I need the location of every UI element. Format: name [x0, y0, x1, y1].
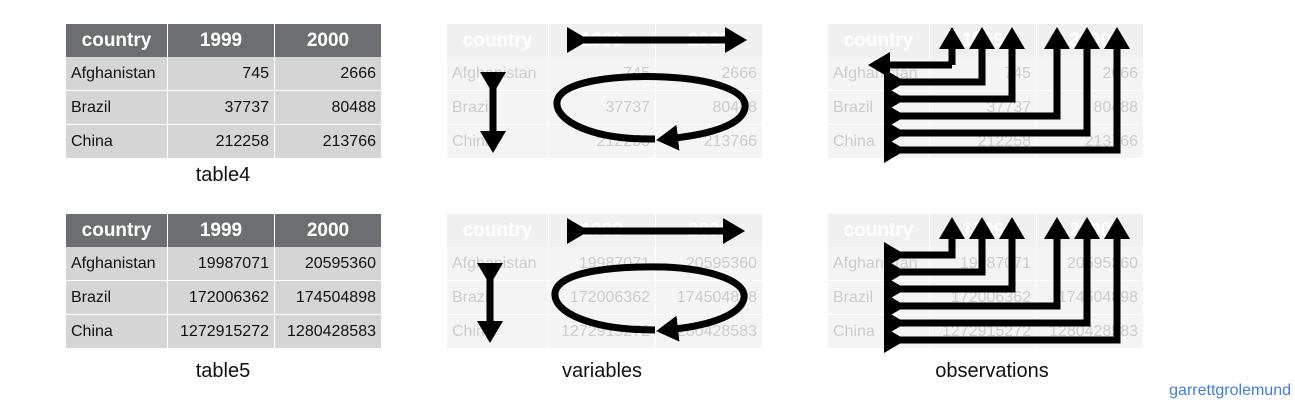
cell-country: Brazil: [71, 288, 112, 306]
header-country: country: [81, 219, 152, 241]
header-country: country: [81, 29, 152, 51]
header-2000: 2000: [274, 214, 381, 247]
cell-1999: 19987071: [167, 247, 274, 280]
table-row: China 1272915272 1280428583: [66, 314, 381, 348]
table-row: Brazil 37737 80488: [66, 90, 381, 124]
cell-country: China: [833, 132, 875, 150]
header-country: country: [462, 29, 533, 51]
observations-arrows-bottom: [884, 217, 1130, 353]
variables-arrows-top: [480, 27, 749, 153]
caption-table5: table5: [195, 360, 251, 382]
elbow-arrow: [884, 217, 1130, 353]
table-row: Afghanistan 19987071 20595360: [66, 247, 381, 280]
cell-1999: 37737: [167, 91, 274, 124]
cell-1999: 212258: [167, 125, 274, 158]
cell-2000: 213766: [274, 125, 381, 158]
cell-1999: 172006362: [167, 281, 274, 314]
table5: country 1999 2000 Afghanistan 19987071 2…: [66, 214, 381, 348]
observations-arrows-top: [868, 27, 1130, 163]
cell-country: China: [71, 322, 113, 340]
caption-observations: observations: [935, 360, 1049, 382]
header-1999: 1999: [167, 214, 274, 247]
elbow-arrow: [884, 217, 965, 268]
table4: country 1999 2000 Afghanistan 745 2666 B…: [66, 24, 381, 158]
cell-1999: 37737: [548, 91, 655, 124]
cell-2000: 80488: [274, 91, 381, 124]
cell-country: Afghanistan: [71, 254, 156, 272]
cell-country: Brazil: [833, 288, 874, 306]
cell-1999: 172006362: [548, 281, 655, 314]
cell-country: Brazil: [833, 98, 874, 116]
cell-country: China: [833, 322, 875, 340]
table-header: country 1999 2000: [66, 214, 381, 247]
header-2000: 2000: [274, 24, 381, 57]
credit-watermark: garrettgrolemund: [1169, 382, 1291, 399]
cell-2000: 213766: [655, 125, 762, 158]
cell-1999: 1272915272: [167, 315, 274, 348]
header-country: country: [462, 219, 533, 241]
cell-2000: 2666: [274, 57, 381, 90]
cell-country: Afghanistan: [71, 64, 156, 82]
table-row: Afghanistan 745 2666: [66, 57, 381, 90]
caption-table4: table4: [195, 164, 251, 186]
cell-1999: 745: [167, 57, 274, 90]
cell-country: China: [71, 132, 113, 150]
cell-2000: 1280428583: [274, 315, 381, 348]
variables-arrows-bottom: [477, 218, 748, 343]
table-header: country 1999 2000: [66, 24, 381, 57]
cell-2000: 174504898: [274, 281, 381, 314]
cycle-arrow: [553, 73, 749, 151]
caption-variables: variables: [561, 360, 643, 382]
cell-country: Brazil: [71, 98, 112, 116]
cell-2000: 174504898: [655, 281, 762, 314]
header-1999: 1999: [167, 24, 274, 57]
cell-2000: 20595360: [274, 247, 381, 280]
table-row: China 212258 213766: [66, 124, 381, 158]
elbow-arrow: [884, 27, 1130, 163]
cycle-arrow: [551, 263, 748, 342]
table-row: Brazil 172006362 174504898: [66, 280, 381, 314]
